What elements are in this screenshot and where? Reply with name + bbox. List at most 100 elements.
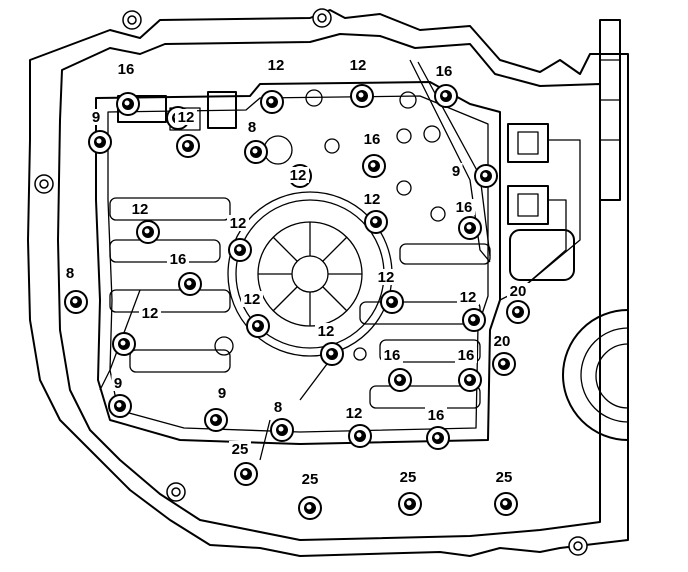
torque-label: 9 xyxy=(452,163,460,180)
torque-label: 12 xyxy=(268,57,285,74)
torque-label: 20 xyxy=(494,333,511,350)
label-background xyxy=(299,471,321,487)
label-background xyxy=(89,109,103,125)
label-background xyxy=(175,109,197,125)
bolt xyxy=(458,368,482,392)
torque-label: 8 xyxy=(66,265,74,282)
label-background xyxy=(433,63,455,79)
label-background xyxy=(381,347,403,363)
bolt xyxy=(388,368,412,392)
bolt xyxy=(246,314,270,338)
torque-label: 9 xyxy=(218,385,226,402)
label-background xyxy=(287,167,309,183)
torque-label: 9 xyxy=(114,375,122,392)
bolt xyxy=(298,496,322,520)
label-background xyxy=(63,265,77,281)
torque-label: 12 xyxy=(290,167,307,184)
label-background xyxy=(265,57,287,73)
label-background xyxy=(129,201,151,217)
torque-label: 16 xyxy=(364,131,381,148)
torque-label: 12 xyxy=(318,323,335,340)
torque-label: 8 xyxy=(274,399,282,416)
label-background xyxy=(449,163,463,179)
torque-label: 20 xyxy=(510,283,527,300)
bolt xyxy=(116,92,140,116)
label-background xyxy=(507,283,529,299)
label-background xyxy=(457,289,479,305)
bolt xyxy=(64,290,88,314)
torque-label: 12 xyxy=(460,289,477,306)
torque-label: 12 xyxy=(364,191,381,208)
case-holes xyxy=(34,8,588,556)
label-background xyxy=(227,215,249,231)
bolt xyxy=(426,426,450,450)
bolt xyxy=(234,462,258,486)
label-background xyxy=(375,269,397,285)
label-background xyxy=(491,333,513,349)
label-background xyxy=(241,291,263,307)
bolt xyxy=(178,272,202,296)
torque-label: 12 xyxy=(378,269,395,286)
bolt xyxy=(494,492,518,516)
torque-label: 12 xyxy=(244,291,261,308)
bolt xyxy=(204,408,228,432)
label-background xyxy=(245,119,259,135)
label-background xyxy=(343,405,365,421)
bolt xyxy=(364,210,388,234)
torque-label: 25 xyxy=(400,469,417,486)
label-background xyxy=(347,57,369,73)
bolt xyxy=(136,220,160,244)
label-background xyxy=(361,131,383,147)
label-background xyxy=(271,399,285,415)
torque-label: 12 xyxy=(346,405,363,422)
label-background xyxy=(315,323,337,339)
case-outline xyxy=(27,9,629,557)
torque-label: 16 xyxy=(428,407,445,424)
bolt xyxy=(380,290,404,314)
torque-label: 12 xyxy=(230,215,247,232)
label-background xyxy=(493,469,515,485)
label-background xyxy=(111,375,125,391)
bolt xyxy=(244,140,268,164)
bolt xyxy=(88,130,112,154)
bolt xyxy=(458,216,482,240)
torque-label: 16 xyxy=(118,61,135,78)
torque-label: 16 xyxy=(456,199,473,216)
torque-label: 16 xyxy=(458,347,475,364)
bolts xyxy=(64,84,530,520)
torque-label: 12 xyxy=(350,57,367,74)
label-background xyxy=(455,347,477,363)
bolt xyxy=(434,84,458,108)
label-background xyxy=(115,61,137,77)
bolt xyxy=(398,492,422,516)
bolt xyxy=(462,308,486,332)
bolt xyxy=(270,418,294,442)
label-background xyxy=(229,441,251,457)
bolt xyxy=(112,332,136,356)
bolt xyxy=(506,300,530,324)
bolt xyxy=(492,352,516,376)
bolt xyxy=(260,90,284,114)
torque-label: 16 xyxy=(384,347,401,364)
torque-label: 16 xyxy=(170,251,187,268)
torque-label: 25 xyxy=(496,469,513,486)
bolt xyxy=(176,134,200,158)
bolt xyxy=(108,394,132,418)
label-background xyxy=(167,251,189,267)
torque-label: 8 xyxy=(248,119,256,136)
bolt xyxy=(474,164,498,188)
torque-label: 25 xyxy=(302,471,319,488)
bolt xyxy=(320,342,344,366)
torque-label: 12 xyxy=(132,201,149,218)
torque-label: 16 xyxy=(436,63,453,80)
bolt xyxy=(348,424,372,448)
label-background xyxy=(397,469,419,485)
bolt xyxy=(362,154,386,178)
label-background xyxy=(425,407,447,423)
bolt xyxy=(350,84,374,108)
label-background xyxy=(215,385,229,401)
torque-label: 25 xyxy=(232,441,249,458)
